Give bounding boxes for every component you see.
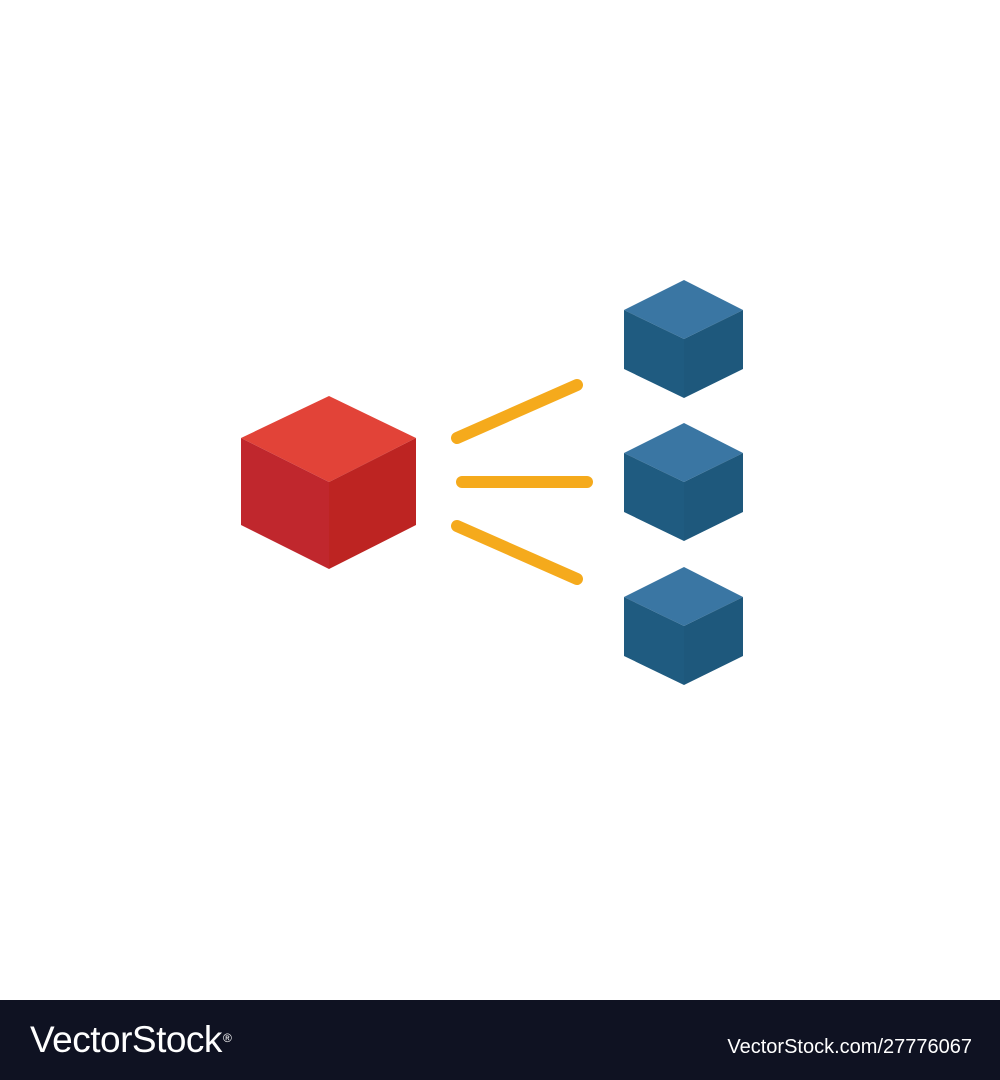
connector-line-bottom bbox=[451, 520, 583, 585]
target-cube-top bbox=[624, 280, 743, 398]
target-cube-left-face bbox=[624, 453, 684, 541]
target-cube-top-face bbox=[624, 423, 743, 482]
brand-logo-text: VectorStock bbox=[30, 1019, 222, 1060]
connector-lines bbox=[451, 379, 593, 585]
target-cube-right-face bbox=[684, 597, 743, 685]
target-cube-top-face bbox=[624, 280, 743, 339]
connector-line-top bbox=[451, 379, 583, 444]
image-id-label: VectorStock.com/27776067 bbox=[727, 1036, 972, 1058]
target-cube-bottom bbox=[624, 567, 743, 685]
registered-mark: ® bbox=[222, 1031, 232, 1045]
target-cube-middle bbox=[624, 423, 743, 541]
distribution-network-icon bbox=[241, 280, 743, 685]
icon-canvas bbox=[241, 280, 743, 685]
target-cube-left-face bbox=[624, 597, 684, 685]
source-cube bbox=[241, 396, 416, 569]
source-cube-right-face bbox=[329, 438, 416, 569]
source-cube-left-face bbox=[241, 438, 329, 569]
watermark-footer: VectorStock® VectorStock.com/27776067 bbox=[0, 1000, 1000, 1080]
target-cube-top-face bbox=[624, 567, 743, 626]
brand-logo: VectorStock® bbox=[30, 1019, 232, 1061]
source-cube-top-face bbox=[241, 396, 416, 482]
target-cube-right-face bbox=[684, 453, 743, 541]
target-cube-right-face bbox=[684, 310, 743, 398]
target-cube-left-face bbox=[624, 310, 684, 398]
